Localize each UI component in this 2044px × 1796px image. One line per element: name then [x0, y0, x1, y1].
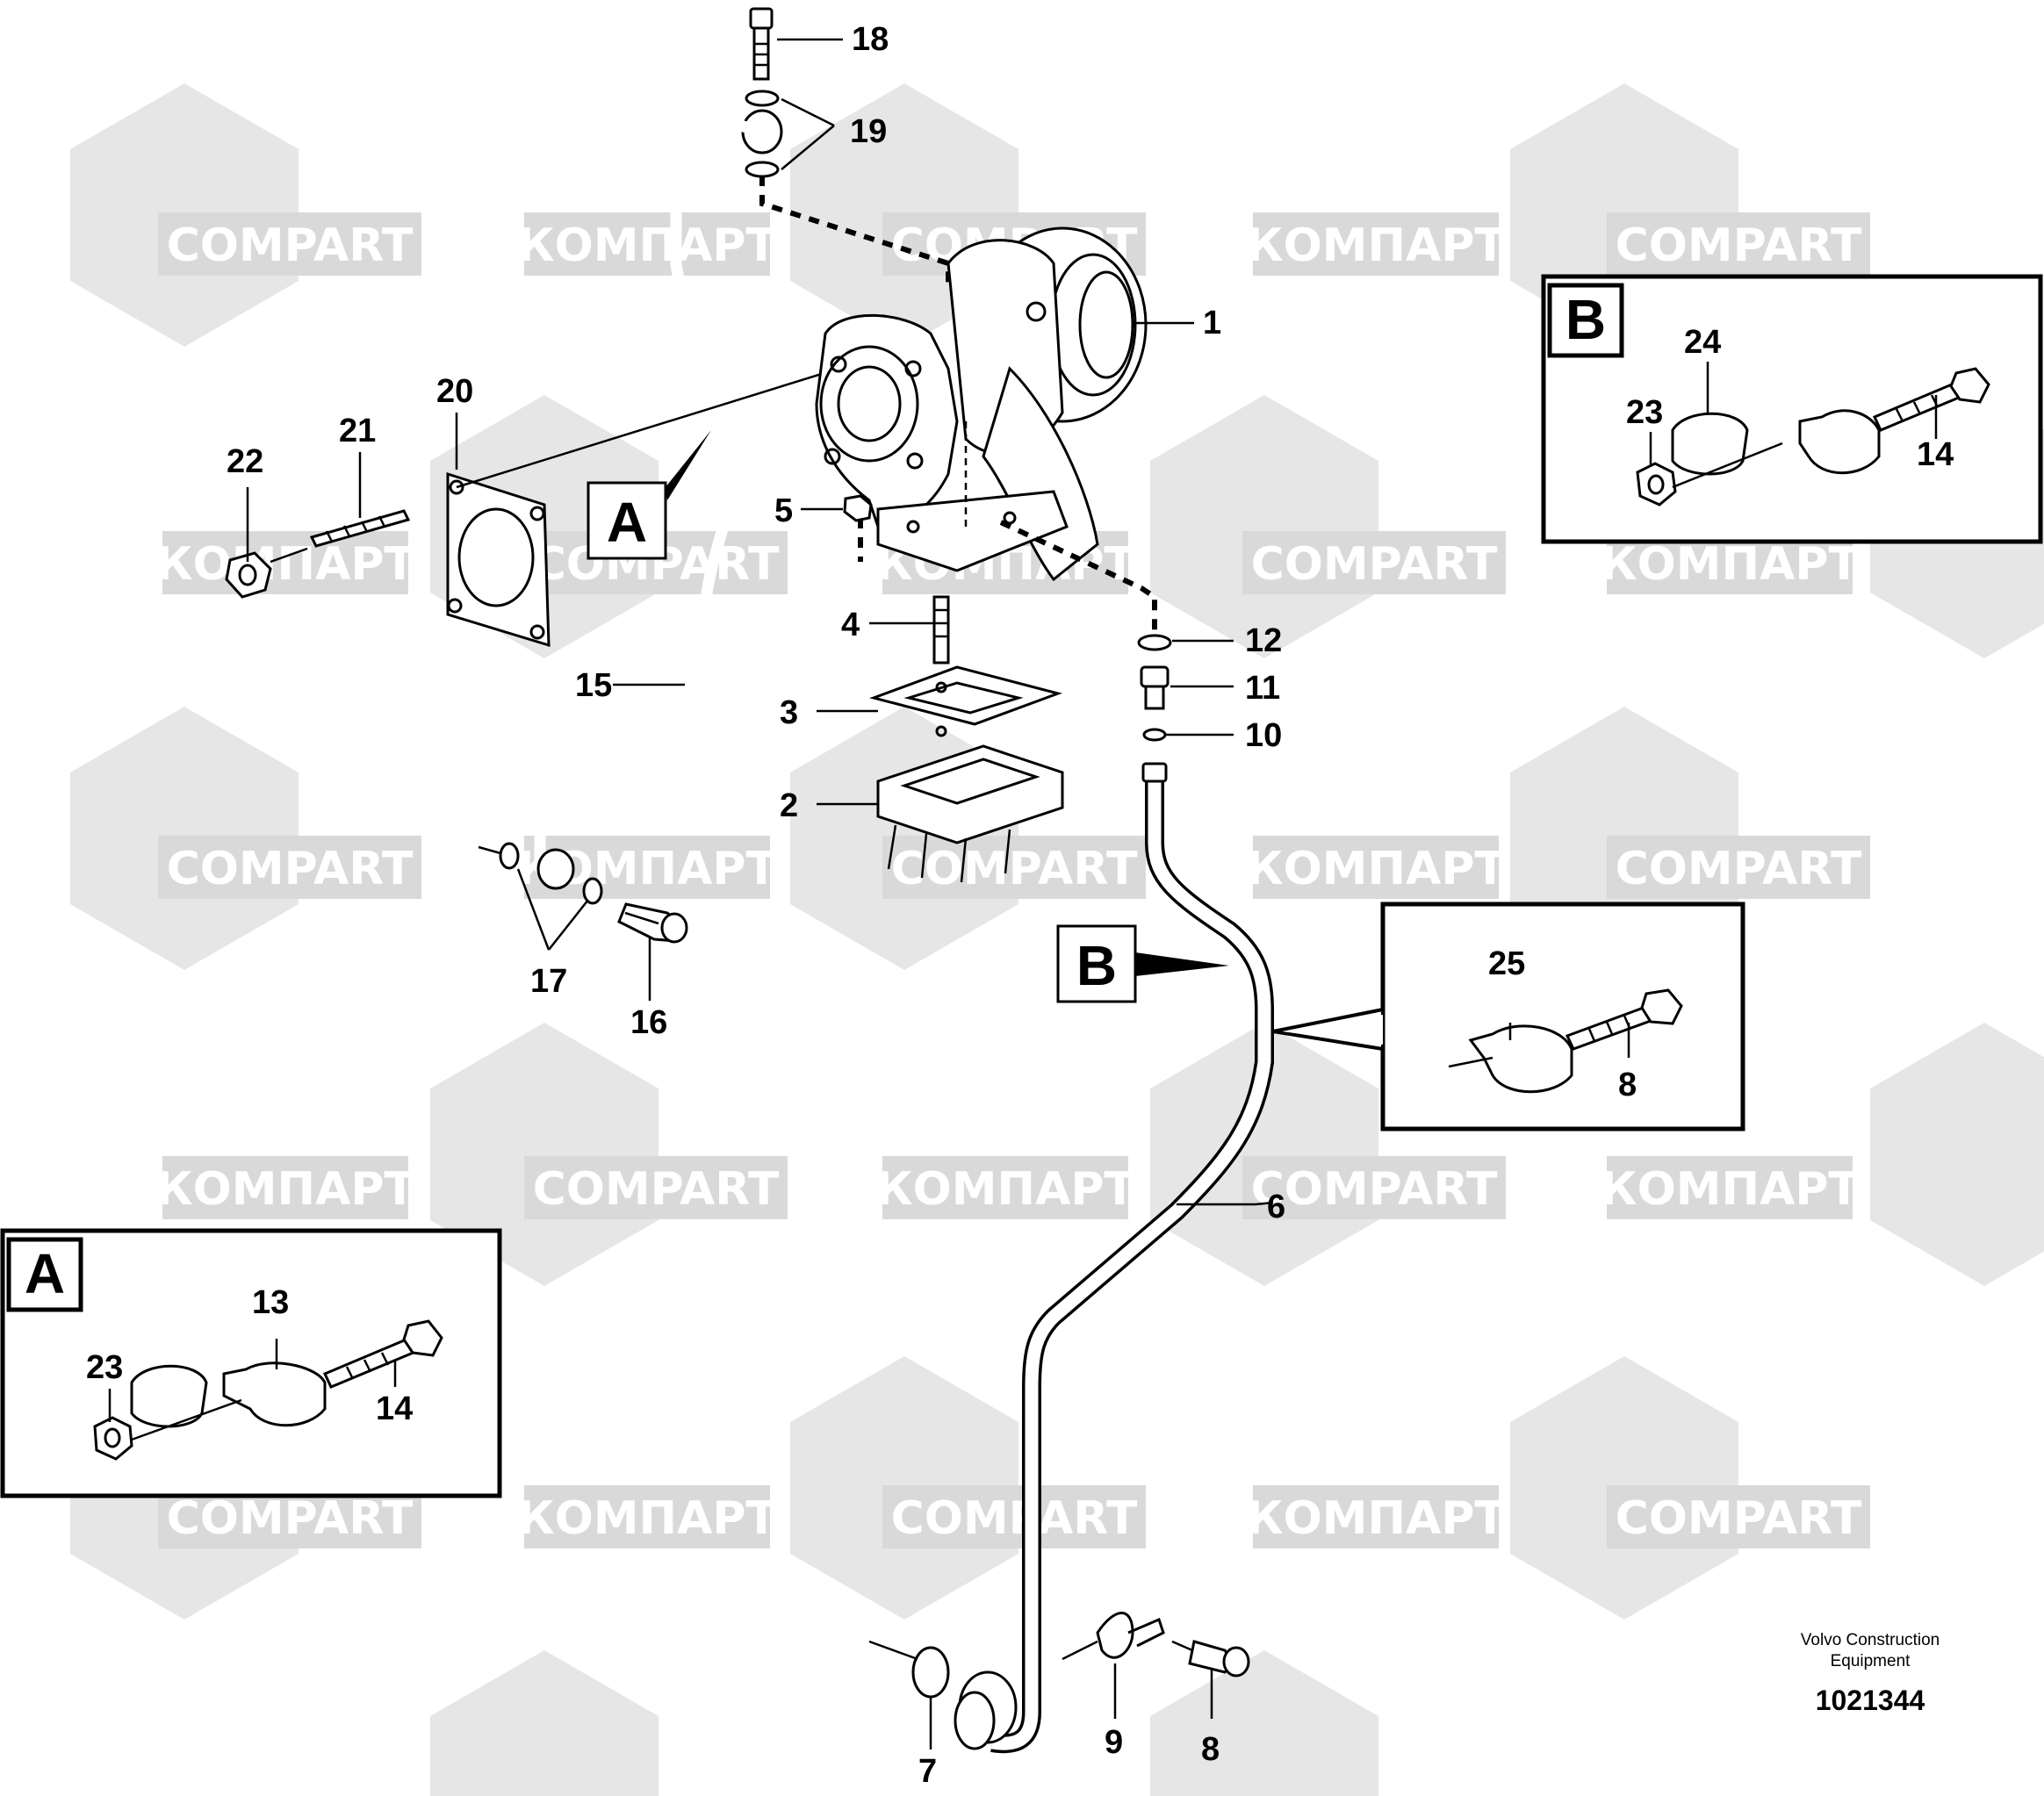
banjo-washers-19 — [741, 90, 783, 178]
company-name-line2: Equipment — [1831, 1652, 1911, 1670]
watermark-text: COMPART — [167, 1492, 414, 1545]
callout-23-bottom: 23 — [86, 1349, 123, 1386]
drawing-footer: Volvo Construction Equipment 1021344 — [1801, 1631, 1940, 1716]
clip-9 — [1062, 1612, 1165, 1661]
callout-24: 24 — [1684, 324, 1721, 361]
callout-numbers: 18 19 1 20 21 22 5 4 3 2 15 17 16 12 11 … — [86, 21, 1954, 1790]
bolt-16 — [617, 902, 688, 944]
watermark-text: КОМПАРТ — [1600, 1163, 1860, 1216]
banjo-lower-17 — [478, 842, 603, 905]
watermark-text: КОМПАРТ — [875, 1163, 1135, 1216]
detail-b-label-box: B — [1565, 288, 1606, 351]
watermark-text: КОМПАРТ — [517, 1492, 777, 1545]
detail-b-label-main: B — [1076, 934, 1117, 997]
callout-9: 9 — [1105, 1724, 1123, 1761]
watermark-text: COMPART — [1251, 1163, 1498, 1216]
nut-22 — [225, 551, 272, 599]
callout-11: 11 — [1245, 670, 1280, 707]
watermark-text: COMPART — [533, 1163, 780, 1216]
bolt-8-lower — [1171, 1640, 1250, 1677]
washer-12 — [1137, 634, 1172, 651]
stud-4 — [932, 595, 950, 665]
watermark-text: COMPART — [167, 219, 414, 272]
gasket-20 — [446, 471, 551, 648]
nut-5 — [843, 494, 873, 522]
watermark-text: КОМПАРТ — [1246, 843, 1506, 895]
watermark-text: КОМПАРТ — [1246, 1492, 1506, 1545]
stud-21 — [309, 509, 411, 548]
callout-25: 25 — [1488, 945, 1525, 982]
flange-2 — [876, 744, 1064, 883]
bolt-18 — [749, 7, 774, 81]
callout-2: 2 — [780, 787, 798, 824]
return-pipe-6 — [990, 762, 1274, 1754]
callout-4: 4 — [841, 607, 860, 643]
watermark-text: COMPART — [1616, 1492, 1862, 1545]
callout-1: 1 — [1203, 305, 1221, 341]
callout-8-lower: 8 — [1201, 1731, 1220, 1768]
detail-b-box-top — [1541, 274, 2043, 544]
callout-23-top: 23 — [1626, 394, 1663, 431]
callout-10: 10 — [1245, 717, 1282, 754]
watermark-text: КОМПАРТ — [1246, 219, 1506, 272]
detail-a-box — [0, 1228, 502, 1498]
watermark-text: COMPART — [1616, 219, 1862, 272]
turbocharger-1 — [815, 226, 1148, 582]
watermark-text: COMPART — [167, 843, 414, 895]
watermark-text: COMPART — [891, 1492, 1138, 1545]
callout-21: 21 — [339, 413, 376, 449]
callout-14-top: 14 — [1917, 436, 1954, 473]
callout-6: 6 — [1267, 1189, 1285, 1225]
callout-13: 13 — [252, 1284, 289, 1321]
callout-14-bottom: 14 — [376, 1390, 413, 1427]
callout-16: 16 — [630, 1004, 667, 1041]
callout-12: 12 — [1245, 622, 1282, 659]
detail-a-label-main: A — [607, 491, 647, 554]
pipe-sleeve — [954, 1670, 1018, 1750]
detail-a-marker — [587, 430, 711, 560]
washer-10 — [1142, 728, 1167, 742]
callout-18: 18 — [852, 21, 889, 58]
drawing-number: 1021344 — [1816, 1685, 1925, 1716]
company-name-line1: Volvo Construction — [1801, 1631, 1940, 1649]
watermark-text: КОМПАРТ — [155, 538, 415, 591]
detail-b-marker — [1056, 924, 1229, 1003]
callout-17: 17 — [530, 963, 567, 1000]
watermark-text: COMPART — [1616, 843, 1862, 895]
flange-axis-line — [456, 367, 839, 489]
callout-22: 22 — [227, 443, 263, 480]
callout-8-detail: 8 — [1618, 1067, 1637, 1103]
detail-a-label-box: A — [25, 1242, 65, 1305]
drain-axis-line — [999, 520, 1157, 632]
gasket-3 — [868, 665, 1063, 737]
callout-19: 19 — [850, 113, 887, 150]
callout-15: 15 — [575, 667, 612, 704]
callout-7: 7 — [918, 1753, 937, 1790]
callout-20: 20 — [436, 373, 473, 410]
detail-b-box-mid — [1272, 902, 1745, 1131]
callout-5: 5 — [774, 492, 793, 529]
watermark-text: КОМПАРТ — [1600, 538, 1860, 591]
fitting-11 — [1140, 665, 1170, 710]
watermark-text: КОМПАРТ — [517, 219, 777, 272]
leader-lines — [108, 38, 1938, 1749]
watermark-text: COMPART — [1251, 538, 1498, 591]
nut-stud-axis — [270, 547, 308, 564]
watermark-text: COMPART — [891, 843, 1138, 895]
callout-3: 3 — [780, 694, 798, 731]
watermark-text: КОМПАРТ — [155, 1163, 415, 1216]
oil-pipe-15 — [534, 109, 748, 869]
o-ring-7 — [868, 1640, 950, 1699]
